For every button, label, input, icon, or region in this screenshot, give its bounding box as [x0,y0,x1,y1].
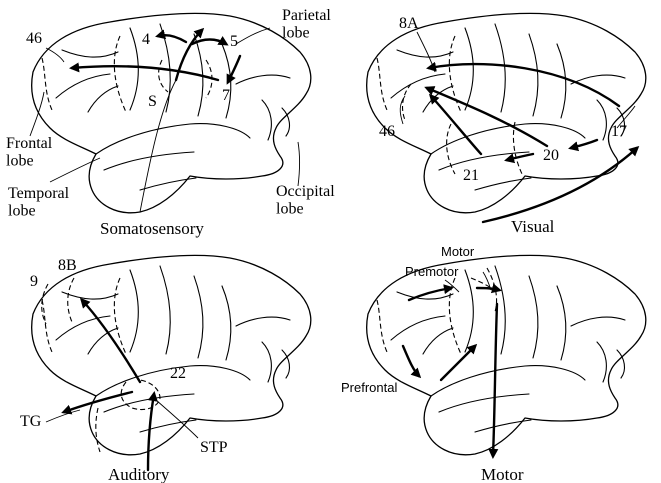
area-boundary [159,60,168,92]
panel-title-visual: Visual [511,217,555,236]
label-tg: TG [20,413,42,430]
label-prefrontal: Prefrontal [341,380,397,395]
label-premotor: Premotor [405,264,459,279]
area-boundary [403,84,411,120]
area-boundary [68,278,74,322]
brain-outline [32,13,311,212]
label-area-21: 21 [463,167,479,184]
arrow-visual-input [483,148,637,222]
arrow-20-to-21 [507,154,533,160]
label-area-22: 22 [170,365,186,382]
panel-title-motor: Motor [481,465,524,483]
label-area-46: 46 [379,123,395,140]
brain-outline [367,255,646,454]
arrow-prefrontal-path [403,346,419,376]
arrow-motor-area [477,288,499,290]
label-area-20: 20 [543,147,559,164]
leader-premotor [445,280,459,292]
arrow-22-to-8b [82,300,140,382]
arrow-7-to-46 [72,66,218,80]
arrow-17-to-20 [571,140,597,148]
label-area-46: 46 [26,30,42,47]
label-area-8b: 8B [58,257,77,274]
label-area-s: S [148,93,157,110]
leader-8a [417,32,435,72]
label-area-5: 5 [230,33,238,50]
area-boundary [96,408,100,452]
leader-46 [46,48,64,62]
label-area-17: 17 [611,123,627,140]
leader-parietal [236,28,270,44]
label-stp: STP [200,439,228,456]
arrow-auditory-input [148,394,154,470]
leader-occipital [298,142,300,186]
panel-auditory: 9 8B 22 TG STP Auditory [20,255,311,483]
arrow-21-to-46 [431,96,481,154]
panel-title-auditory: Auditory [108,465,170,483]
panel-title-somatosensory: Somatosensory [100,219,204,238]
arrow-premotor-to-motor [409,288,451,300]
arrow-prefrontal-to-premotor [441,346,475,380]
panel-motor: Premotor Motor Prefrontal Motor [341,244,646,483]
arrow-5-to-4 [158,35,186,42]
brain-outline [32,255,311,454]
leader-frontal [30,92,44,136]
leader-temporal [50,158,100,182]
label-area-8a: 8A [399,15,419,32]
arrow-motor-output [493,304,497,456]
label-area-9: 9 [30,273,38,290]
panel-visual: 8A 46 17 20 21 Visual [367,13,646,236]
arrow-20-to-46 [427,88,547,146]
label-area-4: 4 [142,31,150,48]
brain-outline [367,13,646,212]
label-area-7: 7 [222,87,230,104]
leader-somatosensory [140,80,176,212]
label-motor: Motor [441,244,475,259]
